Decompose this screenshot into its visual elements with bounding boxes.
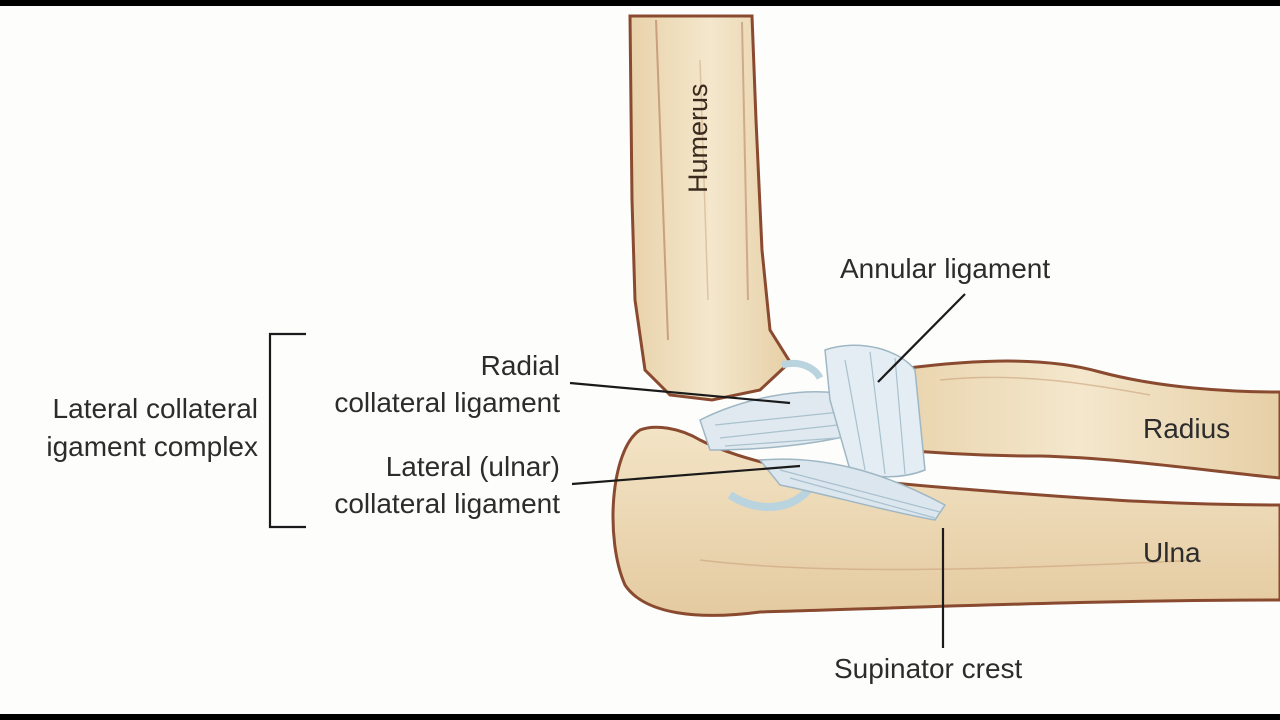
lateral-ulnar-collateral-ligament-shape bbox=[758, 458, 947, 521]
radial-leader bbox=[569, 381, 791, 405]
radius-bone bbox=[878, 359, 1280, 480]
lateral-ulnar-label-line2: collateral ligament bbox=[334, 488, 560, 519]
ulna-label: Ulna bbox=[1143, 537, 1201, 568]
radial-collateral-label-line2: collateral ligament bbox=[334, 387, 560, 418]
leader-lines bbox=[268, 293, 966, 648]
letterbox-top bbox=[0, 0, 1280, 6]
humerus-label: Humerus bbox=[683, 83, 713, 193]
capitulum-cartilage bbox=[781, 360, 824, 380]
letterbox-bottom bbox=[0, 714, 1280, 720]
annular-leader bbox=[877, 293, 966, 383]
annular-ligament-label: Annular ligament bbox=[840, 253, 1051, 284]
lateral-ulnar-leader bbox=[571, 464, 801, 486]
complex-label-line2: igament complex bbox=[46, 431, 258, 462]
elbow-diagram: Humerus Annular ligament Radial collater… bbox=[0, 6, 1280, 714]
lateral-ulnar-label-line1: Lateral (ulnar) bbox=[385, 451, 560, 482]
humerus-bone bbox=[628, 14, 792, 402]
complex-label-line1: Lateral collateral bbox=[52, 393, 258, 424]
annular-ligament-shape bbox=[824, 344, 926, 478]
radius-label: Radius bbox=[1143, 413, 1231, 444]
complex-bracket bbox=[268, 332, 306, 529]
supinator-crest-label: Supinator crest bbox=[834, 653, 1023, 684]
elbow-illustration bbox=[268, 14, 1280, 648]
radial-collateral-label-line1: Radial bbox=[480, 350, 560, 381]
